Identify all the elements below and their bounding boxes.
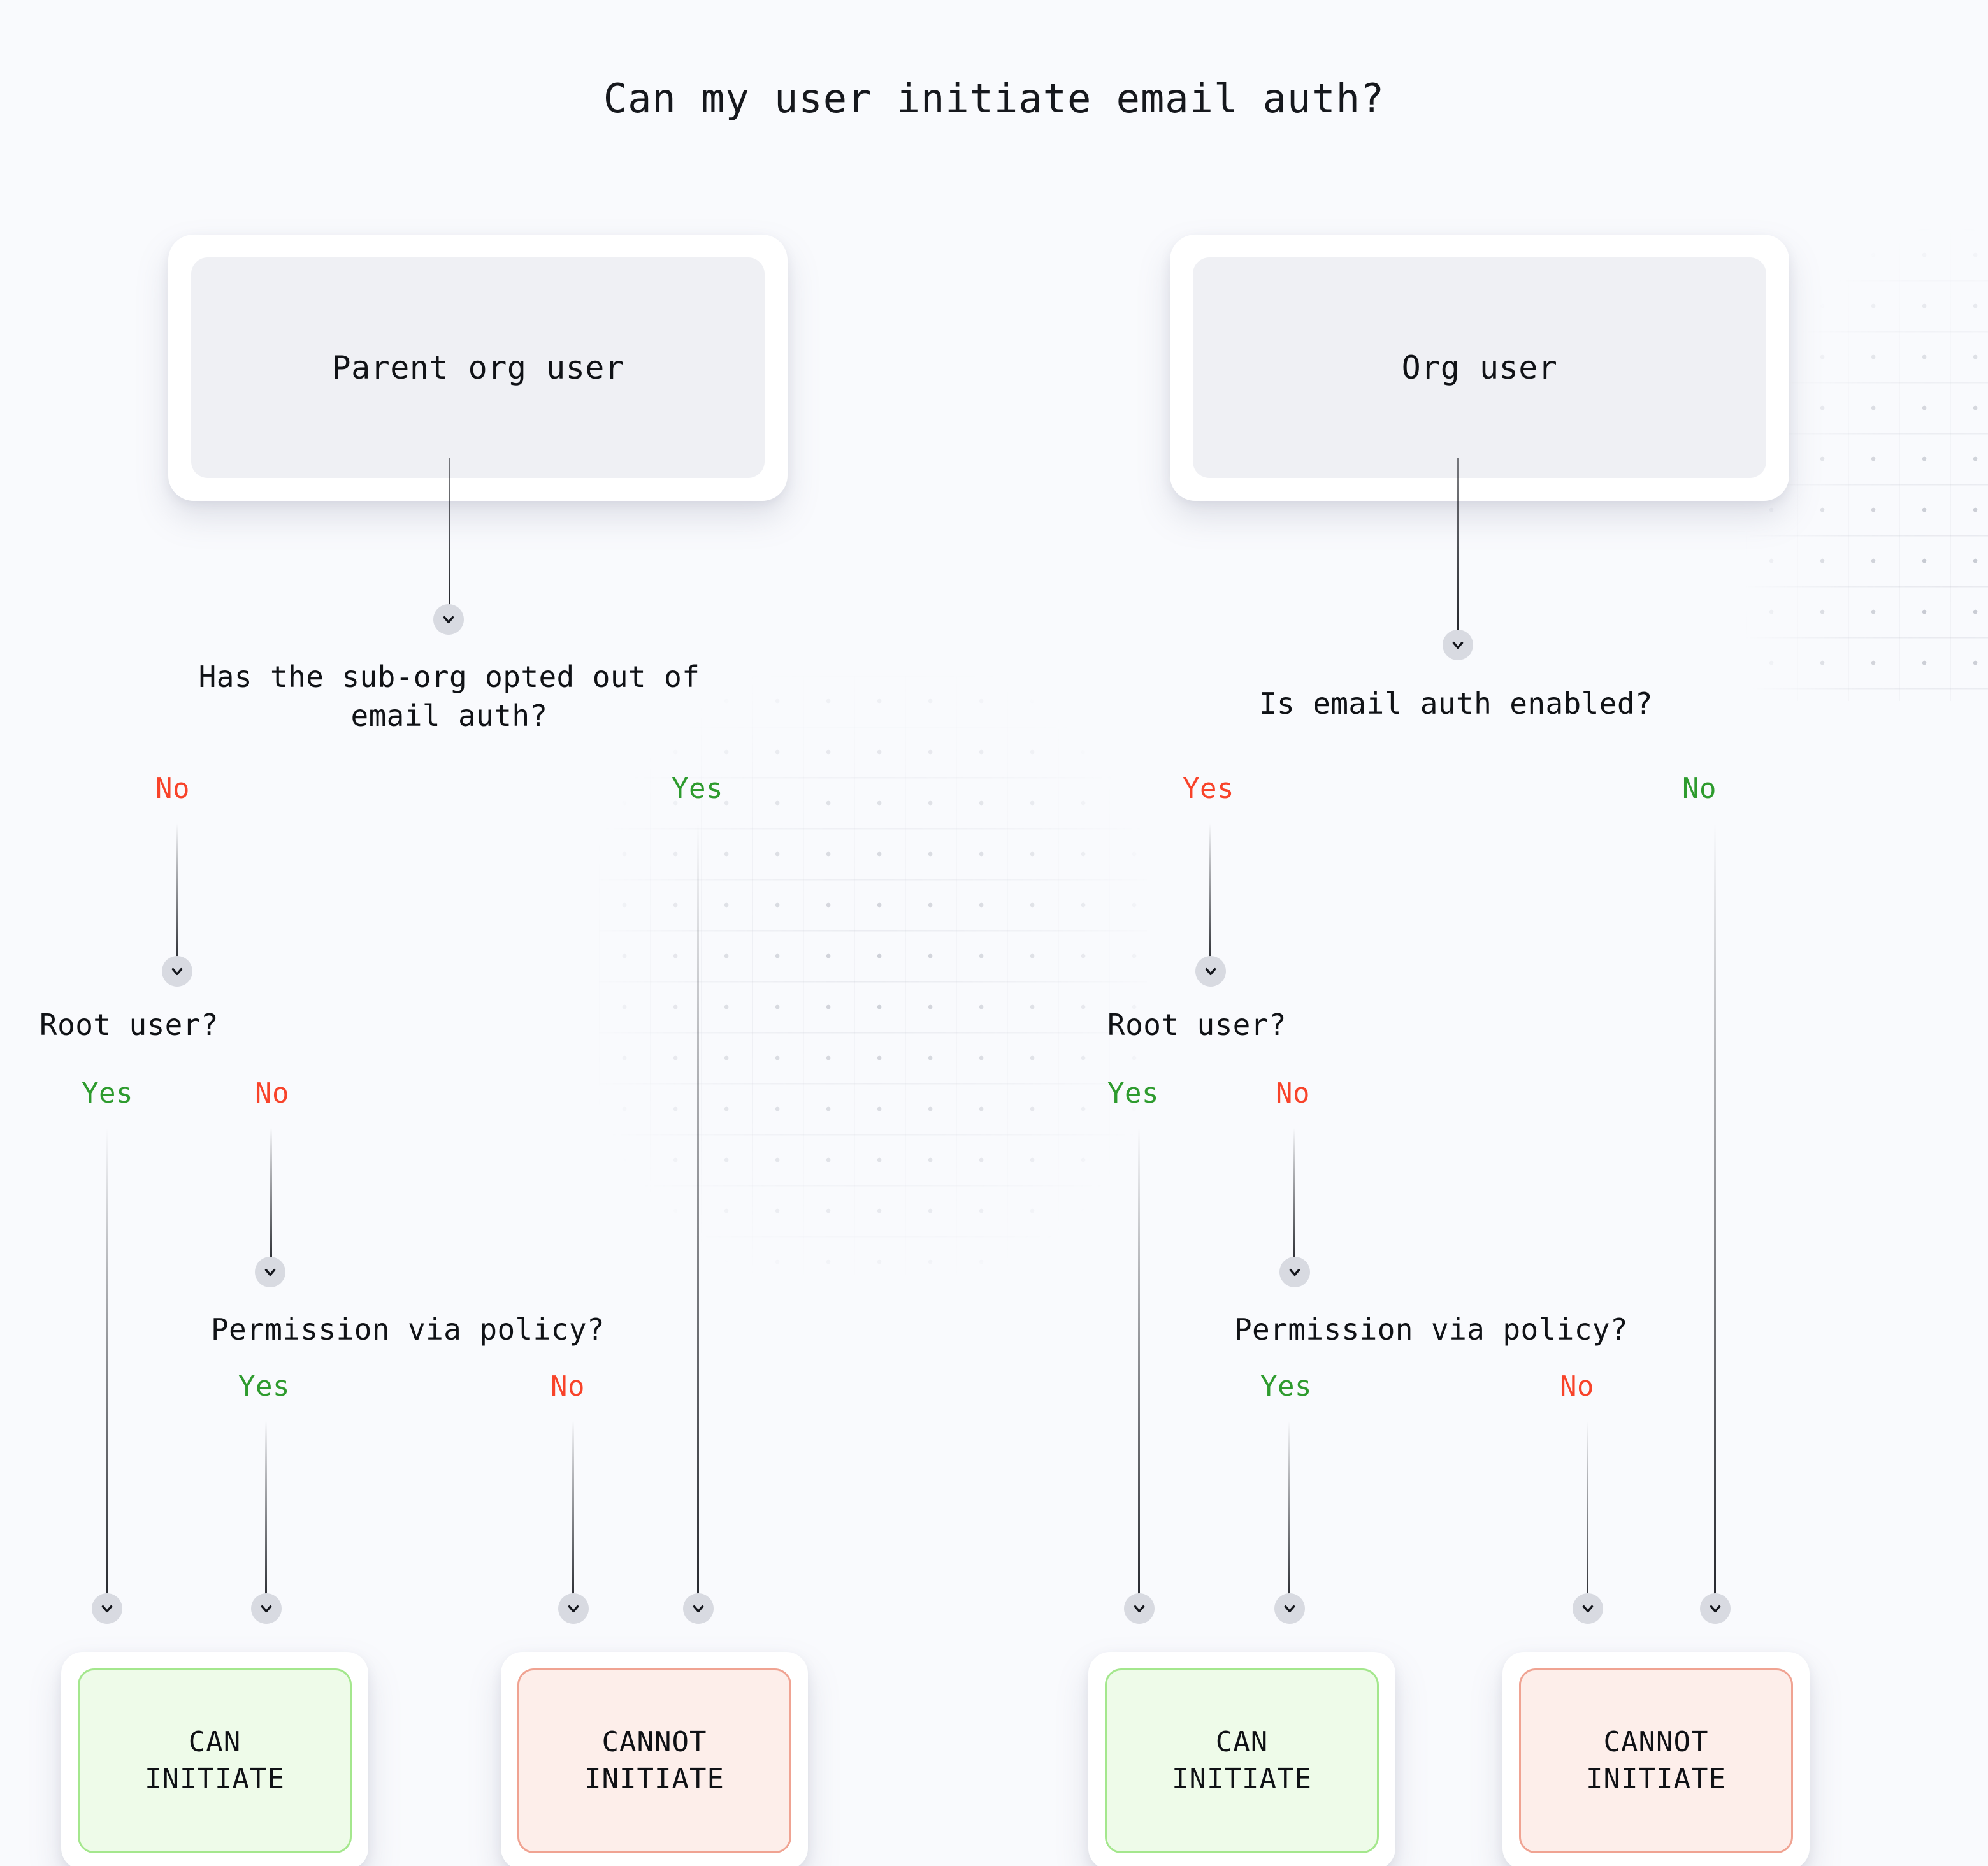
- left-result-can-label: CAN INITIATE: [145, 1725, 285, 1795]
- chevron-down-icon: [261, 1605, 272, 1613]
- left-q1-label-yes: Yes: [672, 772, 723, 805]
- left-q2-label-yes: Yes: [82, 1077, 133, 1110]
- right-chevron-root-q1[interactable]: [1443, 630, 1473, 660]
- chevron-down-icon: [264, 1269, 276, 1277]
- left-result-can-initiate[interactable]: CAN INITIATE: [61, 1652, 368, 1866]
- right-q2-label-no: No: [1276, 1077, 1310, 1110]
- left-q2-label-no: No: [255, 1077, 289, 1110]
- left-edge-q2no-q3: [270, 1128, 272, 1264]
- left-root-node-surface: Parent org user: [191, 257, 765, 478]
- left-edge-q2yes-can: [106, 1128, 108, 1602]
- left-edge-q1yes-cannot: [697, 823, 699, 1602]
- chevron-down-icon: [101, 1605, 113, 1613]
- diagram-title: Can my user initiate email auth?: [603, 75, 1385, 122]
- right-result-cannot-surface: CANNOT INITIATE: [1519, 1668, 1793, 1853]
- right-q3-label-yes: Yes: [1260, 1370, 1312, 1403]
- right-chevron-q3no-cannot[interactable]: [1573, 1593, 1603, 1624]
- left-edge-root-q1: [449, 458, 450, 605]
- right-question-3: Permission via policy?: [1234, 1312, 1629, 1347]
- left-root-node[interactable]: Parent org user: [168, 235, 788, 501]
- chevron-down-icon: [1710, 1605, 1721, 1613]
- right-edge-q3yes-can: [1288, 1421, 1290, 1602]
- right-edge-q2yes-can: [1138, 1128, 1140, 1602]
- right-root-node-surface: Org user: [1193, 257, 1766, 478]
- left-chevron-q1yes-cannot[interactable]: [683, 1593, 714, 1624]
- left-chevron-q2no-q3[interactable]: [255, 1257, 285, 1287]
- left-result-cannot-label: CANNOT INITIATE: [584, 1725, 724, 1795]
- chevron-down-icon: [1205, 968, 1216, 976]
- left-result-cannot-surface: CANNOT INITIATE: [517, 1668, 791, 1853]
- right-result-cannot-initiate[interactable]: CANNOT INITIATE: [1502, 1652, 1810, 1866]
- right-result-cannot-label: CANNOT INITIATE: [1586, 1725, 1726, 1795]
- left-root-node-label: Parent org user: [331, 349, 624, 386]
- left-q3-label-no: No: [551, 1370, 585, 1403]
- right-result-can-label: CAN INITIATE: [1172, 1725, 1312, 1795]
- right-question-2: Root user?: [1107, 1008, 1286, 1042]
- right-result-can-surface: CAN INITIATE: [1105, 1668, 1379, 1853]
- left-question-1: Has the sub-org opted out of email auth?: [198, 660, 700, 734]
- background-dots-center: [599, 676, 1147, 1275]
- right-result-can-initiate[interactable]: CAN INITIATE: [1088, 1652, 1395, 1866]
- right-chevron-q1yes-q2[interactable]: [1195, 956, 1226, 987]
- right-edge-q2no-q3: [1293, 1128, 1295, 1264]
- right-q1-label-yes: Yes: [1183, 772, 1234, 805]
- chevron-down-icon: [1452, 642, 1464, 649]
- right-edge-root-q1: [1457, 458, 1459, 631]
- left-chevron-root-q1[interactable]: [433, 604, 464, 635]
- right-root-node-label: Org user: [1401, 349, 1558, 386]
- left-result-can-surface: CAN INITIATE: [78, 1668, 352, 1853]
- chevron-down-icon: [1582, 1605, 1594, 1613]
- left-q1-label-no: No: [155, 772, 190, 805]
- right-question-1: Is email auth enabled?: [1258, 686, 1653, 721]
- background-grid-center: [599, 676, 1147, 1275]
- right-q3-label-no: No: [1560, 1370, 1594, 1403]
- right-chevron-q2yes-can[interactable]: [1124, 1593, 1155, 1624]
- right-chevron-q3yes-can[interactable]: [1274, 1593, 1305, 1624]
- left-question-3: Permission via policy?: [210, 1312, 605, 1347]
- right-q2-label-yes: Yes: [1107, 1077, 1159, 1110]
- right-edge-q1yes-q2: [1209, 823, 1211, 965]
- right-root-node[interactable]: Org user: [1170, 235, 1789, 501]
- left-q3-label-yes: Yes: [238, 1370, 290, 1403]
- chevron-down-icon: [1134, 1605, 1145, 1613]
- right-chevron-q1no-cannot[interactable]: [1700, 1593, 1731, 1624]
- left-result-cannot-initiate[interactable]: CANNOT INITIATE: [501, 1652, 808, 1866]
- left-edge-q3no-cannot: [572, 1421, 574, 1602]
- chevron-down-icon: [1284, 1605, 1295, 1613]
- chevron-down-icon: [1289, 1269, 1300, 1277]
- chevron-down-icon: [693, 1605, 704, 1613]
- chevron-down-icon: [568, 1605, 579, 1613]
- left-edge-q3yes-can: [265, 1421, 267, 1602]
- right-chevron-q2no-q3[interactable]: [1279, 1257, 1310, 1287]
- chevron-down-icon: [443, 616, 454, 624]
- right-edge-q3no-cannot: [1587, 1421, 1588, 1602]
- left-chevron-q2yes-can[interactable]: [92, 1593, 122, 1624]
- chevron-down-icon: [171, 968, 183, 976]
- right-edge-q1no-cannot: [1714, 823, 1716, 1602]
- left-edge-q1no-q2: [176, 823, 178, 965]
- left-question-2: Root user?: [40, 1008, 219, 1042]
- left-chevron-q3yes-can[interactable]: [251, 1593, 282, 1624]
- left-chevron-q1no-q2[interactable]: [162, 956, 192, 987]
- left-chevron-q3no-cannot[interactable]: [558, 1593, 589, 1624]
- right-q1-label-no: No: [1682, 772, 1717, 805]
